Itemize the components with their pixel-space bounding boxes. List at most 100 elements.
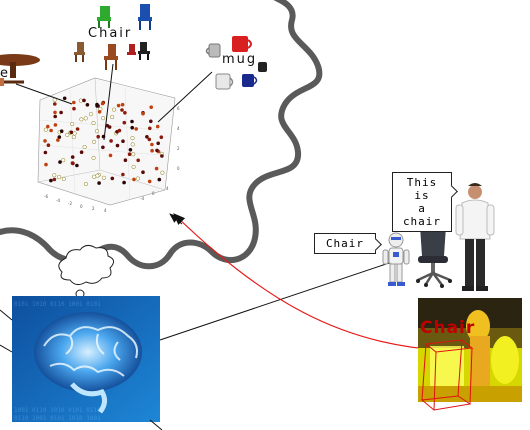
- scatter-dot: [130, 119, 134, 124]
- scatter-dot: [110, 176, 115, 181]
- heatmap-chair-label: Chair: [420, 318, 476, 338]
- scatter-dot: [130, 136, 135, 141]
- scatter-dot: [83, 181, 88, 187]
- scatter-dot: [69, 130, 74, 135]
- scatter-dot: [52, 173, 57, 178]
- scatter-dot: [71, 134, 76, 140]
- scatter-dot: [150, 142, 154, 147]
- scatter-dot: [46, 143, 51, 147]
- office-chair-icon: [416, 223, 452, 288]
- robot-icon: [382, 232, 410, 286]
- mugs-icon: [205, 36, 267, 90]
- scatter-dot: [123, 111, 127, 115]
- scatter-dot: [57, 175, 62, 180]
- scatter-dot: [130, 125, 134, 130]
- robot-speech-text: Chair: [325, 237, 365, 250]
- scatter-dot: [75, 163, 79, 168]
- scatter-dot: [59, 110, 63, 115]
- scatter-dot: [49, 128, 53, 133]
- svg-text:4: 4: [177, 126, 180, 131]
- scatter-dot: [83, 116, 88, 121]
- scatter-dot: [136, 158, 140, 163]
- scatter-dot: [65, 132, 70, 137]
- human-speech-bubble: This is a chair: [392, 172, 452, 232]
- scatter-dot: [121, 139, 125, 143]
- svg-text:2: 2: [92, 206, 95, 211]
- scatter-dot: [70, 122, 75, 127]
- scatter-dot: [53, 102, 57, 106]
- scatter-dot: [155, 148, 159, 153]
- scatter-dot: [145, 135, 149, 139]
- scatter-dot: [157, 177, 162, 182]
- svg-text:6: 6: [177, 106, 180, 111]
- scatter-dot: [147, 179, 152, 184]
- svg-text:4: 4: [104, 208, 107, 213]
- scatter-dot: [56, 138, 60, 142]
- scatter-dot: [85, 103, 90, 107]
- scatter-dot: [82, 98, 86, 103]
- scatter-dot: [43, 139, 47, 143]
- person-icon: [455, 183, 495, 291]
- scatter-dot: [92, 139, 97, 144]
- human-speech-line2: a chair: [402, 202, 442, 228]
- scatter-dot: [121, 172, 125, 177]
- svg-text:-6: -6: [44, 194, 48, 199]
- scatter-dot: [43, 127, 48, 132]
- svg-text:-4: -4: [56, 198, 60, 203]
- scatter-dot: [97, 181, 101, 185]
- human-speech-line1: This is: [406, 176, 438, 202]
- scatter-dot: [43, 150, 48, 155]
- scatter-dot: [88, 112, 93, 117]
- scatter-dot: [109, 139, 113, 143]
- scatter-dot: [159, 135, 164, 139]
- robot-speech-bubble: Chair: [314, 233, 376, 254]
- scatter-dot: [62, 96, 67, 101]
- scatter-dot: [58, 160, 62, 164]
- chair-label: Chair: [88, 26, 133, 41]
- scatter-dot: [61, 176, 66, 182]
- scatter-dot: [147, 137, 152, 142]
- scatter-dot: [91, 120, 96, 126]
- scatter-dot: [160, 170, 165, 175]
- scatter-dot: [112, 107, 117, 112]
- scatter-dot: [149, 105, 153, 109]
- scatter-dot: [120, 108, 124, 112]
- svg-text:1001 0110 1010 0101 0110: 1001 0110 1010 0101 0110: [14, 407, 101, 414]
- scatter-dot: [53, 114, 57, 119]
- scatter-dot: [131, 152, 136, 157]
- scatter-dot: [72, 131, 77, 136]
- scatter-dot: [59, 129, 64, 133]
- mug-label: mug: [222, 52, 258, 67]
- scatter-dot: [122, 120, 127, 125]
- scatter-dot: [148, 126, 152, 131]
- scatter-dot: [44, 162, 48, 167]
- scatter-dot: [101, 145, 105, 150]
- scatter-dot: [127, 152, 132, 156]
- svg-text:0: 0: [177, 166, 180, 171]
- scatter-dot: [156, 141, 160, 146]
- scatter-dot: [135, 176, 140, 181]
- scatter-dot: [132, 177, 136, 182]
- scatter-dot: [100, 101, 105, 106]
- scatter-dot: [128, 148, 133, 152]
- table-icon: [0, 54, 40, 86]
- scatter-dot: [82, 144, 87, 150]
- scatter-dot: [97, 110, 102, 114]
- scatter-dot: [120, 102, 125, 107]
- scatter-dot: [123, 158, 128, 162]
- svg-text:-2: -2: [68, 201, 72, 206]
- svg-text:4: 4: [166, 186, 169, 191]
- scatter-dot: [154, 166, 159, 171]
- scatter-dot: [78, 98, 83, 103]
- scatter-dot: [101, 175, 106, 180]
- scatter-dot: [53, 110, 57, 115]
- scatter-dot: [131, 164, 136, 169]
- scatter-dot: [57, 135, 62, 139]
- scatter-dot: [96, 134, 100, 139]
- scatter-dot: [130, 142, 135, 147]
- chairs-icon: [74, 4, 152, 70]
- scatter-dot: [95, 102, 99, 107]
- scatter-dot: [141, 111, 145, 116]
- depth-heatmap-icon: [418, 298, 522, 411]
- svg-text:0110 1001 0101 1010 1001: 0110 1001 0101 1010 1001: [14, 415, 101, 422]
